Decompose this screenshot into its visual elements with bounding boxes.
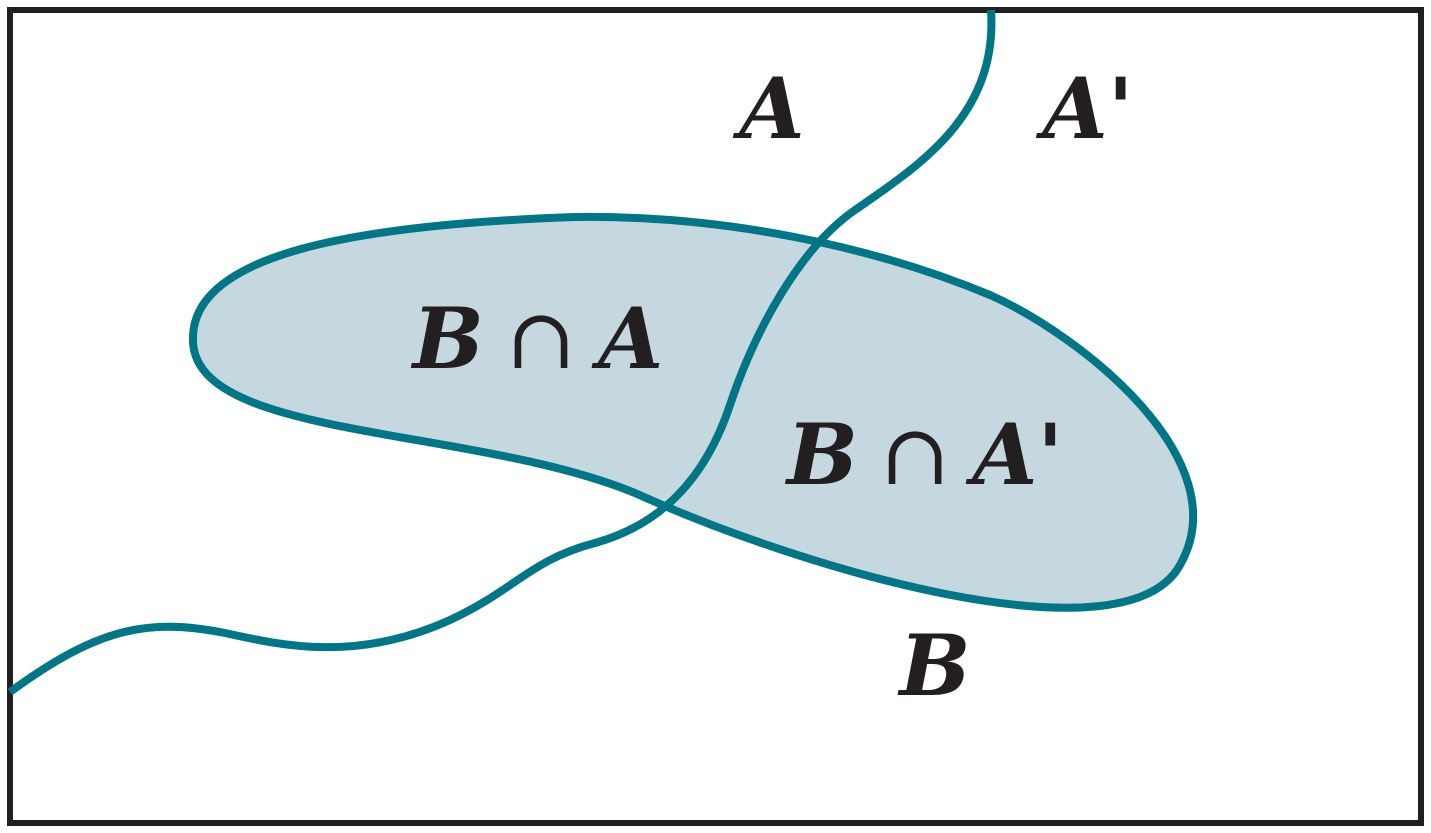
intersection-symbol: ∩ — [880, 406, 950, 504]
label-b-intersect-a-complement-right: A' — [965, 405, 1063, 504]
label-b: B — [898, 616, 971, 715]
label-a-complement: A' — [1036, 59, 1134, 158]
label-b-intersect-a-right: A — [591, 289, 663, 388]
label-b-intersect-a-complement-left: B — [785, 405, 858, 504]
label-a: A — [732, 59, 804, 158]
label-b-intersect-a-complement: B∩A' — [785, 405, 1063, 504]
label-b-intersect-a: B∩A — [411, 289, 664, 388]
partition-curve — [7, 9, 996, 696]
label-b-intersect-a-left: B — [411, 289, 484, 388]
event-b-region — [188, 212, 1198, 612]
intersection-symbol: ∩ — [506, 290, 576, 388]
